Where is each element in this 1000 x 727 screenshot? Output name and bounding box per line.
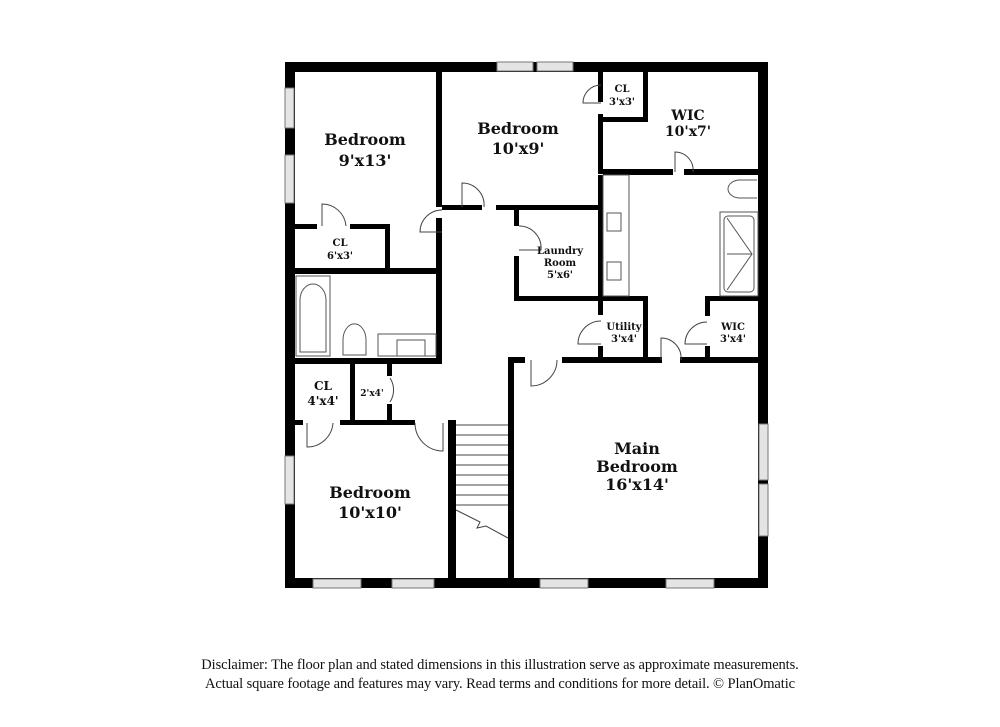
room-size-bedroom-nw: 9'x13' <box>339 151 392 170</box>
room-name-closet-nw: CL <box>333 238 348 249</box>
disclaimer-line-2: Actual square footage and features may v… <box>205 676 795 692</box>
room-size-closet-n: 3'x3' <box>609 97 635 108</box>
room-name2-laundry: Room <box>544 258 577 269</box>
room-size-wic-main: 10'x7' <box>665 124 711 140</box>
fixtures <box>295 174 759 357</box>
room-name-bedroom-n: Bedroom <box>477 119 559 138</box>
room-size-main-bedroom: 16'x14' <box>605 475 669 494</box>
room-name-wic-small: WIC <box>720 322 745 333</box>
room-size-utility: 3'x4' <box>611 334 637 345</box>
room-name-closet-w: CL <box>314 379 333 393</box>
room-labels: Bedroom 9'x13' Bedroom 10'x9' CL 3'x3' W… <box>307 84 746 522</box>
room-name-utility: Utility <box>606 322 642 333</box>
room-name-main-bedroom: Main <box>614 439 660 458</box>
room-name-bedroom-nw: Bedroom <box>324 130 406 149</box>
room-size-closet-nw: 6'x3' <box>327 251 353 262</box>
room-name-laundry: Laundry <box>537 246 584 257</box>
room-size-laundry: 5'x6' <box>547 270 573 281</box>
room-size-bedroom-sw: 10'x10' <box>338 503 402 522</box>
room-size-closet-w: 4'x4' <box>307 394 338 408</box>
room-name-wic-main: WIC <box>670 108 704 124</box>
disclaimer-line-1: Disclaimer: The floor plan and stated di… <box>201 657 799 673</box>
room-size-bedroom-n: 10'x9' <box>492 139 545 158</box>
windows <box>284 61 769 589</box>
room-name-closet-n: CL <box>615 84 630 95</box>
stairs <box>455 424 509 539</box>
room-name-bedroom-sw: Bedroom <box>329 483 411 502</box>
room-size-closet-linen: 2'x4' <box>360 389 383 399</box>
doors <box>306 84 708 452</box>
room-name2-main-bedroom: Bedroom <box>596 457 678 476</box>
room-size-wic-small: 3'x4' <box>720 334 746 345</box>
